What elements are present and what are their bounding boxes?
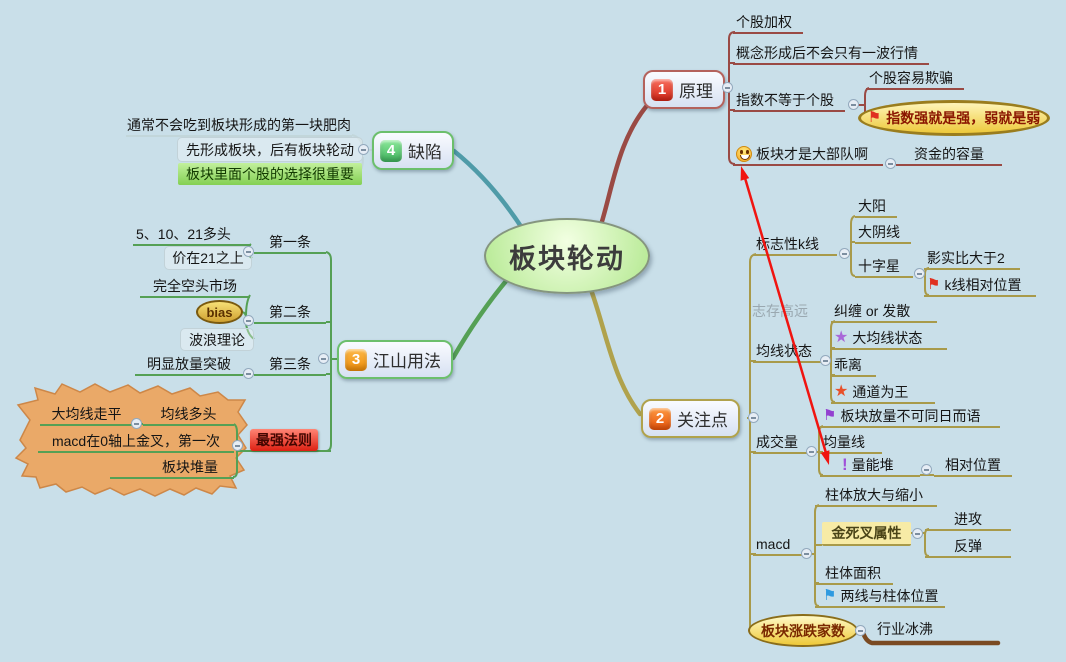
- node-golden-cross-attr[interactable]: 金死叉属性: [822, 522, 911, 546]
- collapse-button-defect[interactable]: [358, 144, 369, 155]
- collapse-button-ma-state[interactable]: [820, 355, 831, 366]
- node-index-not-stock[interactable]: 指数不等于个股: [733, 91, 845, 112]
- node-lines-bars[interactable]: ⚑ 两线与柱体位置: [815, 587, 945, 608]
- node-focus-points-label: 关注点: [677, 411, 728, 430]
- node-relative-position[interactable]: 相对位置: [934, 456, 1012, 477]
- exclamation-icon: !: [842, 455, 848, 474]
- node-volume-breakout[interactable]: 明显放量突破: [135, 355, 243, 376]
- node-big-ma-state[interactable]: ★ 大均线状态: [831, 329, 947, 350]
- purple-star-icon: ★: [834, 329, 849, 346]
- node-updown-count[interactable]: 板块涨跌家数: [748, 614, 858, 647]
- node-attack[interactable]: 进攻: [925, 510, 1011, 531]
- node-energy-pile[interactable]: ! 量能堆: [820, 456, 920, 477]
- node-k-position[interactable]: ⚑ k线相对位置: [924, 276, 1036, 297]
- node-rule3[interactable]: 第三条: [254, 355, 326, 376]
- collapse-button-rule2[interactable]: [243, 315, 254, 326]
- node-defect[interactable]: 4 缺陷: [372, 131, 454, 170]
- watermark-text: 志存高远: [752, 303, 808, 319]
- node-iconic-kline[interactable]: 标志性k线: [753, 235, 837, 256]
- collapse-button-focus[interactable]: [748, 412, 759, 423]
- collapse-button-principle[interactable]: [722, 82, 733, 93]
- node-big-yang[interactable]: 大阳: [855, 197, 897, 218]
- node-capital-capacity[interactable]: 资金的容量: [896, 145, 1002, 166]
- node-tangle-diverge[interactable]: 纠缠 or 发散: [831, 302, 937, 323]
- node-stock-pick-important[interactable]: 板块里面个股的选择很重要: [178, 163, 362, 185]
- node-jiangshan-usage[interactable]: 3 江山用法: [337, 340, 453, 379]
- node-rule2[interactable]: 第二条: [254, 303, 326, 324]
- node-macd-golden-cross[interactable]: macd在0轴上金叉，第一次: [38, 432, 234, 453]
- node-sector-pile[interactable]: 板块堆量: [110, 458, 234, 479]
- node-jiangshan-usage-label: 江山用法: [373, 352, 441, 371]
- collapse-button-energy-pile[interactable]: [921, 464, 932, 475]
- node-stock-deceive[interactable]: 个股容易欺骗: [866, 69, 964, 90]
- node-doji[interactable]: 十字星: [855, 257, 913, 278]
- node-form-sector-first[interactable]: 先形成板块，后有板块轮动: [177, 137, 363, 162]
- node-lines-bars-label: 两线与柱体位置: [840, 588, 939, 604]
- node-wave-theory[interactable]: 波浪理论: [180, 328, 254, 351]
- collapse-button-index-not-stock[interactable]: [848, 99, 859, 110]
- node-deviation[interactable]: 乖离: [831, 356, 876, 377]
- node-first-meat[interactable]: 通常不会吃到板块形成的第一块肥肉: [126, 116, 352, 137]
- node-ma-volume[interactable]: 均量线: [820, 433, 882, 454]
- node-macd[interactable]: macd: [753, 535, 803, 556]
- node-above-21[interactable]: 价在21之上: [164, 246, 252, 270]
- node-sector-volume-label: 板块放量不可同日而语: [840, 408, 981, 424]
- node-channel-king-label: 通道为王: [852, 384, 909, 400]
- blue-flag-icon: ⚑: [823, 587, 837, 604]
- node-bullish-51021[interactable]: 5、10、21多头: [133, 225, 251, 246]
- red-flag-icon: ⚑: [867, 109, 882, 126]
- node-stock-weighting[interactable]: 个股加权: [733, 13, 803, 34]
- node-principle-label: 原理: [679, 82, 713, 101]
- central-topic[interactable]: 板块轮动: [484, 218, 650, 294]
- node-defect-label: 缺陷: [408, 143, 442, 162]
- node-big-yin[interactable]: 大阴线: [855, 223, 911, 244]
- collapse-button-golden-cross[interactable]: [912, 528, 923, 539]
- node-sector-army-label: 板块才是大部队啊: [756, 146, 868, 162]
- node-shadow-ratio[interactable]: 影实比大于2: [924, 249, 1020, 270]
- collapse-button-rule3[interactable]: [243, 368, 254, 379]
- number-2-badge: 2: [649, 407, 671, 430]
- collapse-button-strongest-rule[interactable]: [232, 440, 243, 451]
- node-big-ma-flat[interactable]: 大均线走平: [40, 405, 133, 426]
- node-focus-points[interactable]: 2 关注点: [641, 399, 740, 438]
- purple-flag-icon: ⚑: [823, 407, 837, 424]
- node-industry-boil[interactable]: 行业冰沸: [877, 621, 933, 637]
- node-index-strong-label: 指数强就是强，弱就是弱: [886, 110, 1041, 126]
- collapse-button-ma-bull[interactable]: [131, 418, 142, 429]
- node-channel-king[interactable]: ★ 通道为王: [831, 383, 935, 404]
- collapse-button-usage[interactable]: [318, 353, 329, 364]
- node-strongest-rule[interactable]: 最强法则: [250, 429, 318, 451]
- number-3-badge: 3: [345, 348, 367, 371]
- number-4-badge: 4: [380, 139, 402, 162]
- collapse-button-rule1[interactable]: [243, 246, 254, 257]
- node-sector-army[interactable]: 板块才是大部队啊: [733, 145, 883, 166]
- node-bar-scale[interactable]: 柱体放大与缩小: [815, 486, 937, 507]
- collapse-button-volume[interactable]: [806, 446, 817, 457]
- node-volume[interactable]: 成交量: [753, 433, 809, 454]
- node-bar-area[interactable]: 柱体面积: [815, 564, 893, 585]
- collapse-button-doji[interactable]: [914, 268, 925, 279]
- node-index-strong[interactable]: ⚑ 指数强就是强，弱就是弱: [858, 100, 1050, 136]
- red-star-icon: ★: [834, 383, 849, 400]
- red-flag-icon: ⚑: [927, 276, 941, 293]
- node-concept-wave[interactable]: 概念形成后不会只有一波行情: [733, 44, 929, 65]
- collapse-button-macd[interactable]: [801, 548, 812, 559]
- number-1-badge: 1: [651, 78, 673, 101]
- node-bias[interactable]: bias: [196, 300, 243, 324]
- node-energy-pile-label: 量能堆: [851, 457, 894, 473]
- node-k-position-label: k线相对位置: [944, 277, 1022, 293]
- collapse-button-updown-count[interactable]: [855, 625, 866, 636]
- collapse-button-kline[interactable]: [839, 248, 850, 259]
- node-bear-market[interactable]: 完全空头市场: [140, 277, 250, 298]
- node-rebound[interactable]: 反弹: [925, 537, 1011, 558]
- node-ma-bull[interactable]: 均线多头: [143, 405, 234, 426]
- node-ma-state[interactable]: 均线状态: [753, 342, 821, 363]
- node-rule1[interactable]: 第一条: [254, 233, 326, 254]
- collapse-button-sector-army[interactable]: [885, 158, 896, 169]
- smiley-icon: [736, 146, 752, 162]
- node-principle[interactable]: 1 原理: [643, 70, 725, 109]
- node-big-ma-state-label: 大均线状态: [852, 330, 923, 346]
- node-sector-volume[interactable]: ⚑ 板块放量不可同日而语: [820, 407, 1000, 428]
